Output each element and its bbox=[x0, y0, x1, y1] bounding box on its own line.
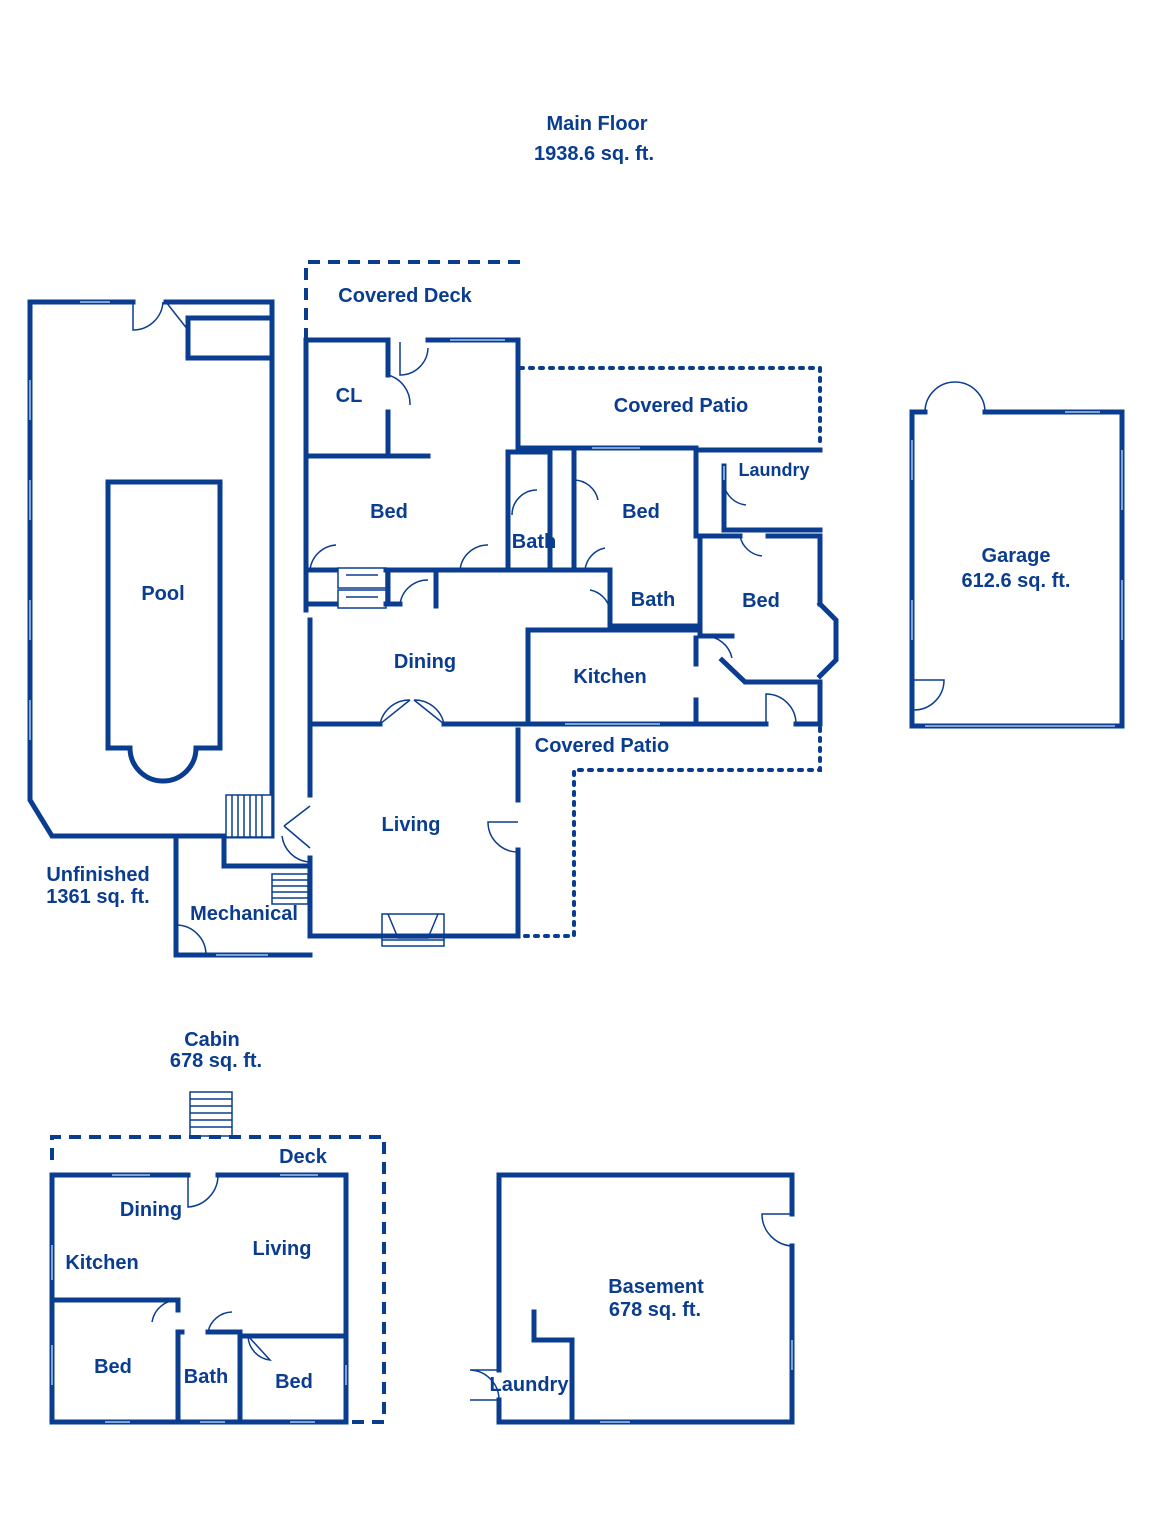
covered-patio-bottom-outline bbox=[520, 726, 822, 938]
label-cabin-kitchen: Kitchen bbox=[65, 1252, 138, 1274]
unfinished-building bbox=[27, 299, 275, 839]
covered-patio-top-outline bbox=[518, 366, 822, 448]
label-unfinished-area: 1361 sq. ft. bbox=[46, 886, 149, 908]
label-garage: Garage bbox=[982, 545, 1051, 567]
cabin-area: 678 sq. ft. bbox=[170, 1050, 262, 1072]
label-cabin-bed-left: Bed bbox=[94, 1356, 132, 1378]
main-floor-area: 1938.6 sq. ft. bbox=[534, 143, 654, 165]
label-unfinished: Unfinished bbox=[46, 864, 149, 886]
label-bed-2: Bed bbox=[622, 501, 660, 523]
label-covered-patio-bottom: Covered Patio bbox=[535, 735, 669, 757]
pool bbox=[105, 479, 223, 784]
label-basement: Basement bbox=[608, 1276, 704, 1298]
label-living: Living bbox=[382, 814, 441, 836]
garage bbox=[909, 381, 1125, 729]
label-bath-1: Bath bbox=[512, 531, 556, 553]
label-laundry-main: Laundry bbox=[738, 460, 809, 480]
label-cabin-dining: Dining bbox=[120, 1199, 182, 1221]
label-cabin-bath: Bath bbox=[184, 1366, 228, 1388]
label-cabin-bed-right: Bed bbox=[275, 1371, 313, 1393]
basement-walls bbox=[469, 1172, 795, 1425]
label-pool: Pool bbox=[141, 583, 184, 605]
mechanical-room bbox=[173, 833, 313, 958]
cabin-stairs bbox=[189, 1091, 233, 1137]
covered-deck-outline bbox=[304, 260, 520, 340]
stairs-upper bbox=[225, 794, 273, 838]
cabin-walls bbox=[49, 1172, 349, 1425]
label-bed-1: Bed bbox=[370, 501, 408, 523]
cabin-title: Cabin bbox=[184, 1029, 240, 1051]
label-bed-3: Bed bbox=[742, 590, 780, 612]
fireplace-bedroom bbox=[337, 567, 387, 609]
label-mechanical: Mechanical bbox=[190, 903, 298, 925]
label-kitchen: Kitchen bbox=[573, 666, 646, 688]
label-cabin-deck: Deck bbox=[279, 1146, 328, 1168]
label-cl: CL bbox=[336, 385, 363, 407]
label-basement-area: 678 sq. ft. bbox=[609, 1299, 701, 1321]
label-basement-laundry: Laundry bbox=[490, 1374, 570, 1396]
fireplace-living bbox=[381, 913, 445, 947]
label-covered-patio-top: Covered Patio bbox=[614, 395, 748, 417]
main-house-walls bbox=[281, 337, 839, 939]
label-cabin-living: Living bbox=[253, 1238, 312, 1260]
main-floor-title: Main Floor bbox=[546, 113, 647, 135]
label-covered-deck: Covered Deck bbox=[338, 285, 472, 307]
label-garage-area: 612.6 sq. ft. bbox=[962, 570, 1071, 592]
label-bath-2: Bath bbox=[631, 589, 675, 611]
label-dining: Dining bbox=[394, 651, 456, 673]
stairs-lower bbox=[271, 873, 309, 905]
